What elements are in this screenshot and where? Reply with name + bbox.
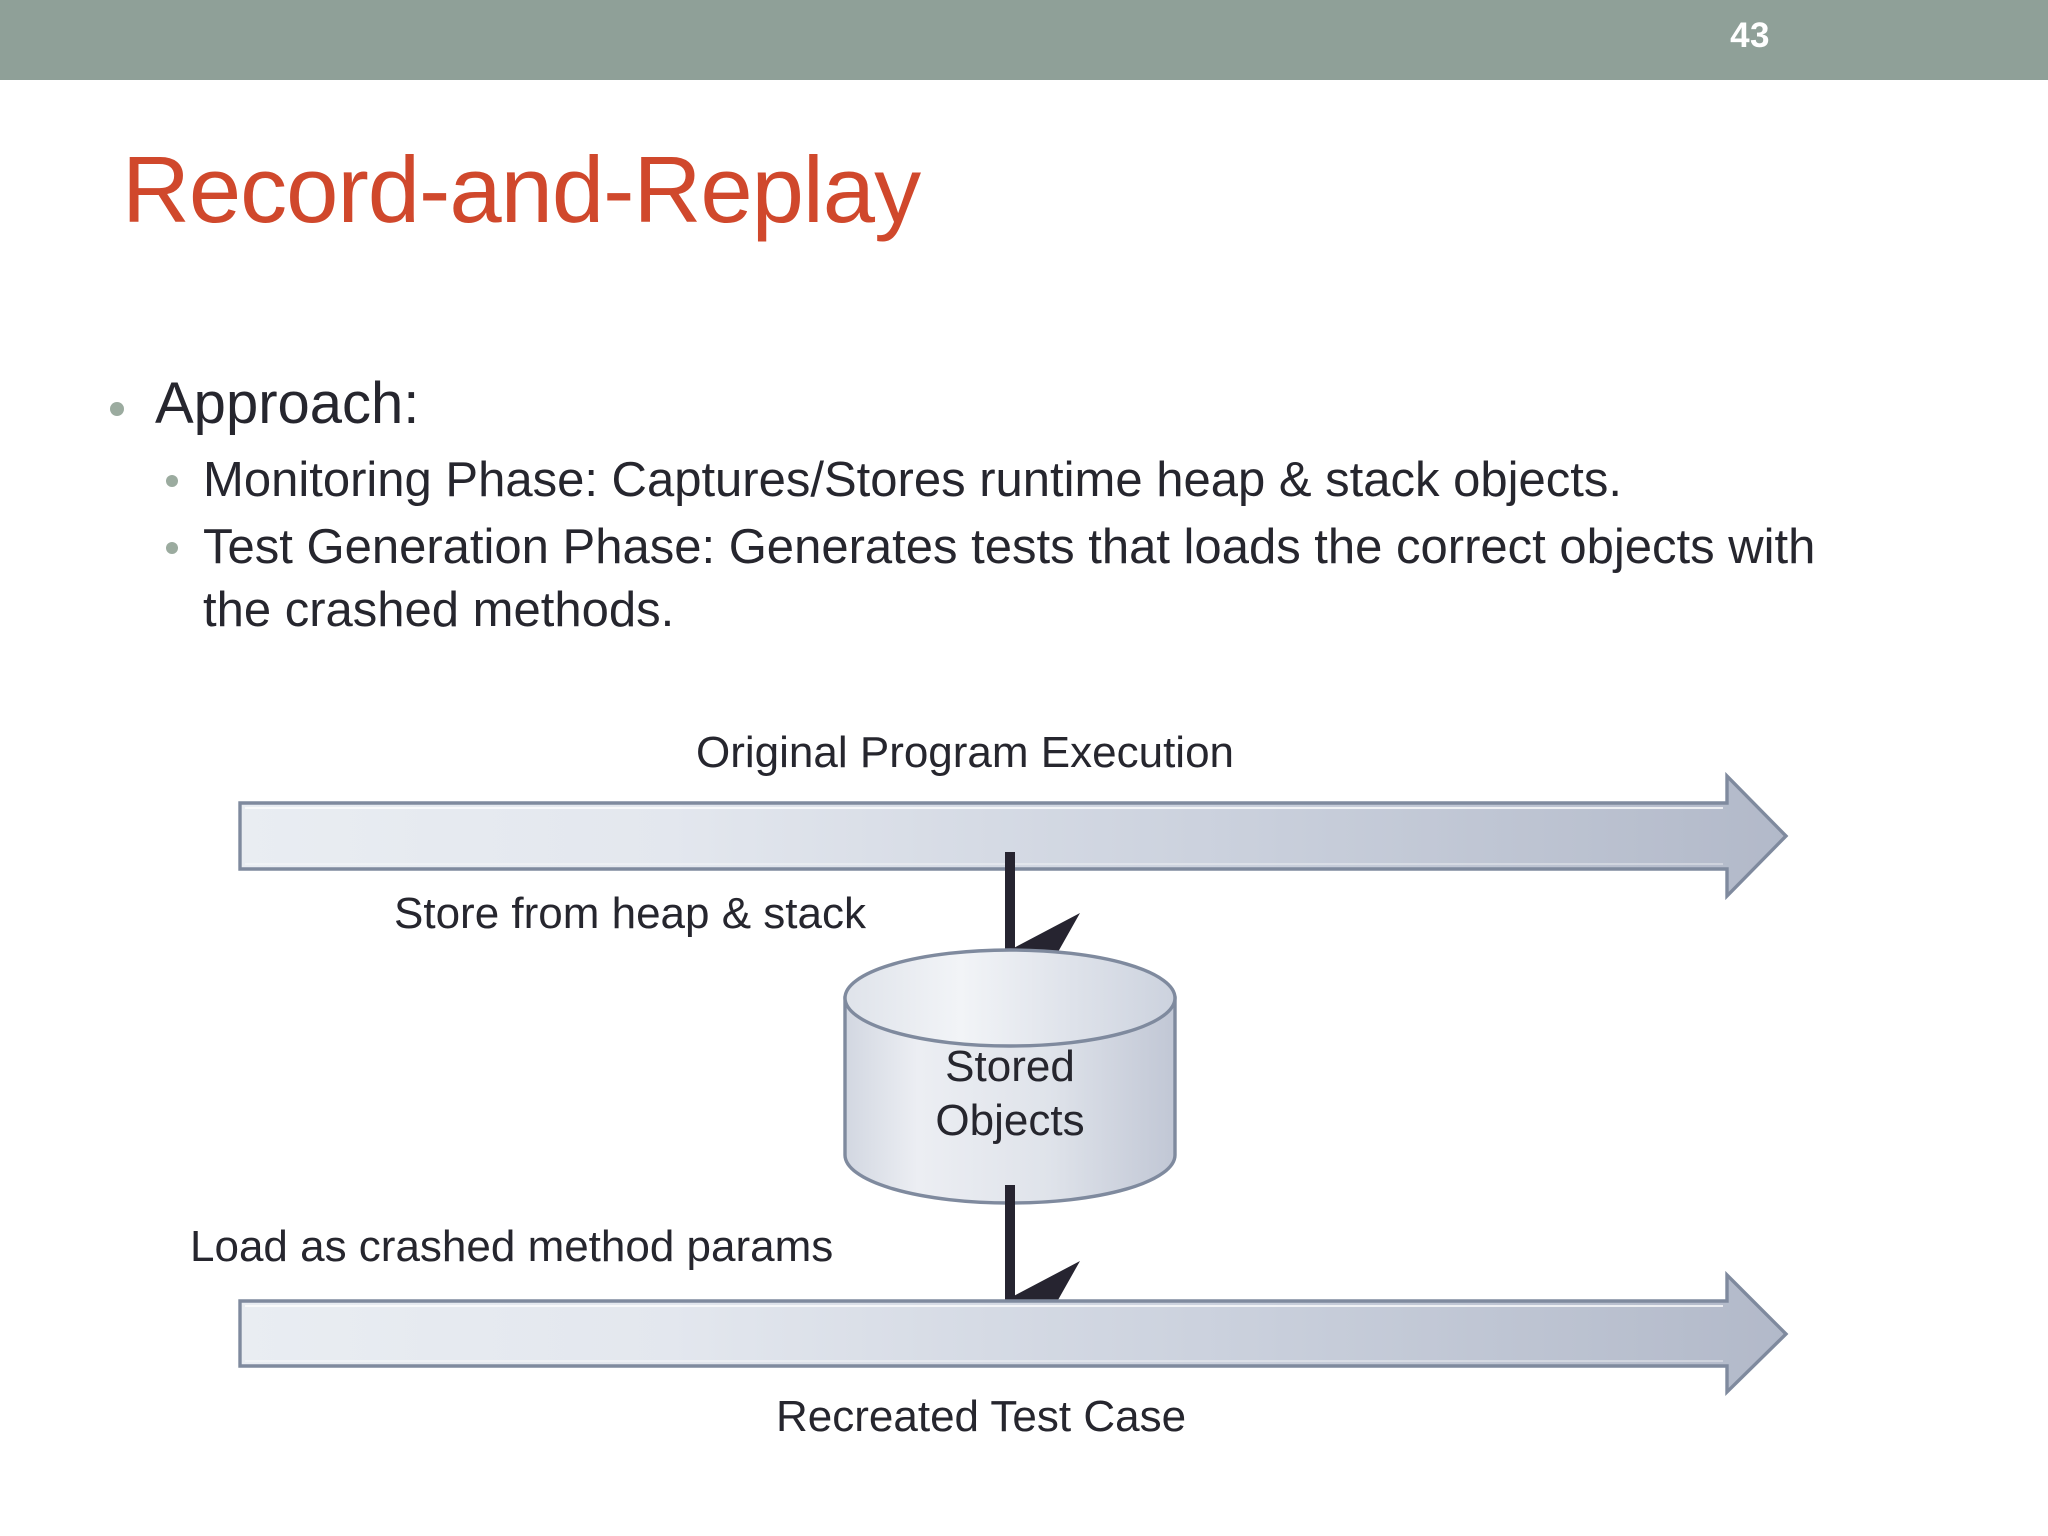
stored-objects-cylinder — [843, 948, 1177, 1205]
top-block-arrow — [238, 771, 1789, 901]
bullet-label-monitoring-phase: Monitoring Phase: Captures/Stores runtim… — [203, 452, 1622, 507]
bottom-block-arrow — [238, 1270, 1789, 1397]
page-title: Record-and-Replay — [122, 137, 921, 242]
bullet-item-monitoring-phase: Monitoring Phase: Captures/Stores runtim… — [166, 449, 1960, 512]
bullet-dot-icon — [166, 542, 178, 555]
bullet-dot-icon — [110, 402, 124, 416]
bullet-label-test-generation-phase: Test Generation Phase: Generates tests t… — [203, 520, 1816, 638]
header-band — [0, 0, 2048, 80]
bullet-item-test-generation-phase: Test Generation Phase: Generates tests t… — [166, 516, 1960, 642]
bullet-label-approach: Approach: — [155, 371, 420, 436]
page-number: 43 — [1730, 16, 1770, 55]
body-bullet-list: Approach: Monitoring Phase: Captures/Sto… — [110, 371, 1960, 647]
bullet-item-approach: Approach: — [110, 371, 1960, 437]
bullet-dot-icon — [166, 474, 178, 487]
